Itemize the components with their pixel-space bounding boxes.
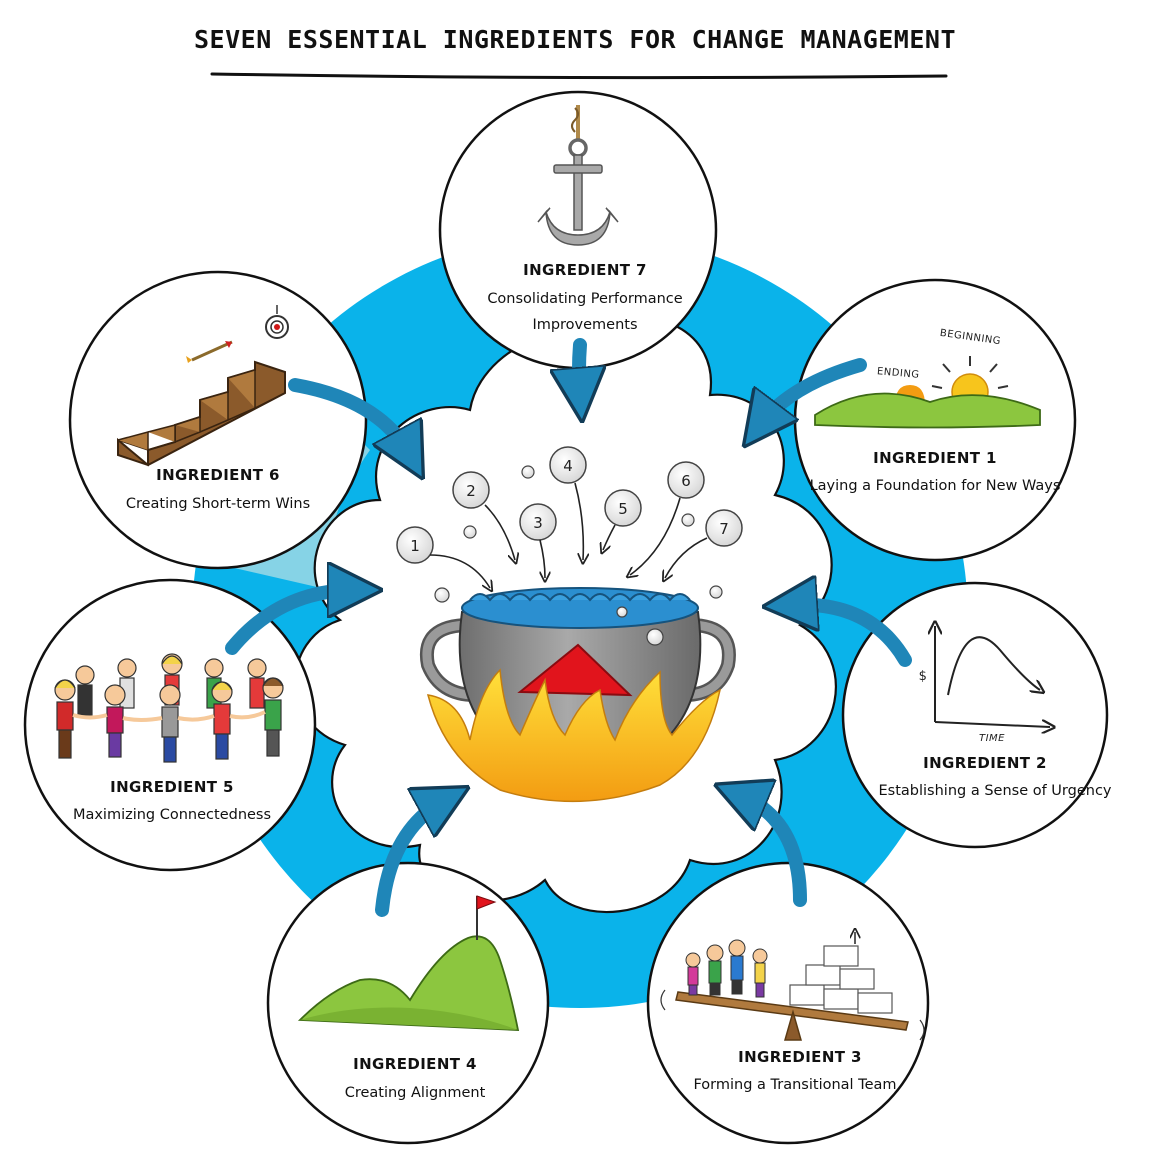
arrow-from-7 [579,338,580,395]
seesaw-team-icon [660,932,925,1041]
ball-6: 6 [630,461,705,575]
graph-label-dollar: $ [919,669,928,684]
svg-text:1: 1 [410,537,420,555]
arrow-from-1 [760,358,867,425]
ingredient-6-desc: Creating Short-term Wins [126,496,310,512]
ingredient-7-title: INGREDIENT 7 [523,261,647,279]
ball-5: 5 [603,489,642,550]
ingredient-1-title: INGREDIENT 1 [873,449,997,467]
ingredient-2-title: INGREDIENT 2 [923,754,1047,772]
flame-icon [426,668,722,803]
flow-arrows [225,338,912,917]
cauldron-icon [419,585,736,803]
ingredient-4-desc: Creating Alignment [345,1085,486,1101]
svg-text:5: 5 [618,500,628,518]
ball-4: 4 [549,446,586,560]
ingredient-4-title: INGREDIENT 4 [353,1055,477,1073]
ingredient-balls: 1 2 3 4 5 6 7 [396,446,743,588]
graph-label-time: TIME [979,733,1005,744]
anchor-icon [537,105,619,246]
sun-label-ending: ENDING [876,366,919,381]
ingredient-2-circle [841,581,1109,849]
ingredient-2-desc: Establishing a Sense of Urgency [879,783,1112,799]
people-circle-icon [54,653,284,763]
ingredient-3-desc: Forming a Transitional Team [693,1077,896,1093]
ingredient-6-title: INGREDIENT 6 [156,466,280,484]
ball-2: 2 [452,471,515,560]
stairs-target-icon [117,305,289,467]
ingredient-7-desc-1: Consolidating Performance [487,291,682,307]
ball-3: 3 [519,503,557,578]
arrow-from-2 [790,605,912,667]
svg-text:7: 7 [719,520,729,538]
mountain-flag-icon [297,895,520,1031]
arrow-from-6 [288,378,410,455]
curve-graph-icon [935,626,1050,727]
svg-text:2: 2 [466,482,476,500]
svg-text:3: 3 [533,514,543,532]
ingredient-5-desc: Maximizing Connectedness [73,807,271,823]
svg-text:4: 4 [563,457,573,475]
ingredient-5-title: INGREDIENT 5 [110,778,234,796]
ingredient-7-desc-2: Improvements [532,317,637,333]
arrow-from-3 [740,795,807,907]
svg-text:6: 6 [681,472,691,490]
arrow-from-4 [375,800,445,917]
page-title: SEVEN ESSENTIAL INGREDIENTS FOR CHANGE M… [194,25,956,54]
ball-7: 7 [665,509,743,578]
title-underline [210,72,948,80]
ingredient-3-title: INGREDIENT 3 [738,1048,862,1066]
arrow-from-5 [225,590,355,655]
ball-1: 1 [396,526,490,588]
ingredient-1-desc: Laying a Foundation for New Ways [810,478,1061,494]
